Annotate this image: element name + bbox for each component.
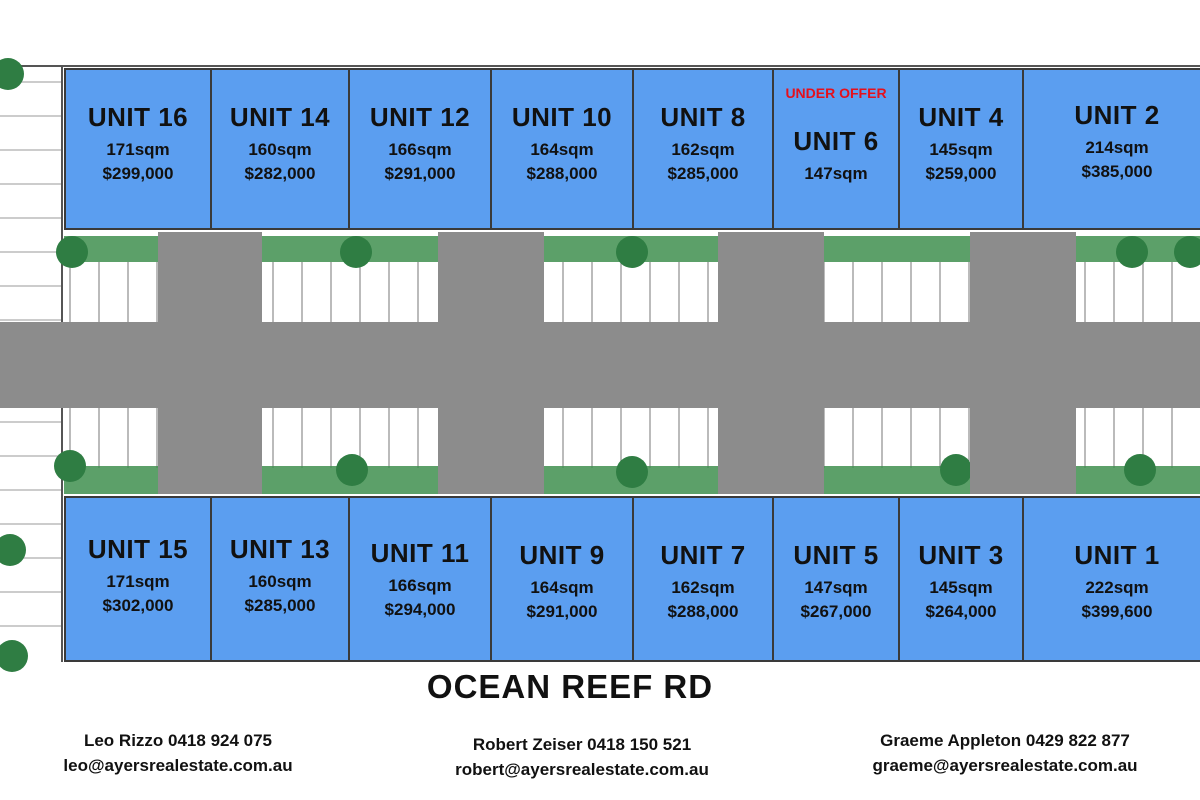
unit-name: UNIT 6	[793, 126, 879, 156]
unit-price: $294,000	[384, 600, 456, 619]
unit-price: $282,000	[244, 164, 316, 183]
unit-8[interactable]: UNIT 8 162sqm $285,000	[632, 68, 774, 230]
unit-name: UNIT 5	[793, 540, 879, 570]
unit-5[interactable]: UNIT 5 147sqm $267,000	[772, 496, 900, 662]
shrub	[336, 454, 368, 486]
unit-name: UNIT 8	[660, 102, 746, 132]
unit-name: UNIT 4	[918, 102, 1004, 132]
unit-9[interactable]: UNIT 9 164sqm $291,000	[490, 496, 634, 662]
unit-area: 162sqm	[671, 140, 735, 159]
unit-name: UNIT 16	[87, 102, 189, 132]
unit-price: $285,000	[244, 596, 316, 615]
unit-area: 171sqm	[106, 572, 170, 591]
unit-1[interactable]: UNIT 1 222sqm $399,600	[1022, 496, 1200, 662]
unit-area: 222sqm	[1085, 578, 1149, 597]
unit-price: $285,000	[667, 164, 739, 183]
driveway	[158, 232, 262, 494]
site-plan: UNIT 16 171sqm $299,000 UNIT 14 160sqm $…	[0, 58, 1200, 672]
driveway	[718, 232, 824, 494]
shrub	[1116, 236, 1148, 268]
unit-price: $299,000	[102, 164, 174, 183]
unit-price: $259,000	[925, 164, 997, 183]
unit-price: $399,600	[1081, 602, 1153, 621]
unit-area: 214sqm	[1085, 138, 1149, 157]
unit-2[interactable]: UNIT 2 214sqm $385,000	[1022, 68, 1200, 230]
unit-area: 164sqm	[530, 140, 594, 159]
unit-12[interactable]: UNIT 12 166sqm $291,000	[348, 68, 492, 230]
unit-price: $288,000	[667, 602, 739, 621]
unit-area: 147sqm	[804, 578, 868, 597]
unit-area: 160sqm	[248, 140, 312, 159]
unit-7[interactable]: UNIT 7 162sqm $288,000	[632, 496, 774, 662]
shrub	[0, 58, 24, 90]
unit-area: 147sqm	[804, 164, 868, 183]
shrub	[1124, 454, 1156, 486]
contact-robert: Robert Zeiser 0418 150 521 robert@ayersr…	[432, 732, 732, 782]
unit-15[interactable]: UNIT 15 171sqm $302,000	[64, 496, 212, 662]
unit-price: $267,000	[800, 602, 872, 621]
unit-name: UNIT 11	[370, 538, 470, 568]
contact-email[interactable]: graeme@ayersrealestate.com.au	[872, 756, 1138, 775]
unit-area: 145sqm	[929, 578, 993, 597]
under-offer-badge: UNDER OFFER	[785, 85, 887, 101]
unit-name: UNIT 14	[229, 102, 331, 132]
unit-price: $385,000	[1081, 162, 1153, 181]
unit-price: $288,000	[526, 164, 598, 183]
unit-13[interactable]: UNIT 13 160sqm $285,000	[210, 496, 350, 662]
unit-name: UNIT 3	[918, 540, 1004, 570]
shrub	[616, 236, 648, 268]
unit-area: 166sqm	[388, 140, 452, 159]
unit-name: UNIT 13	[229, 534, 331, 564]
contact-leo: Leo Rizzo 0418 924 075 leo@ayersrealesta…	[40, 728, 316, 778]
contact-email[interactable]: leo@ayersrealestate.com.au	[63, 756, 293, 775]
unit-area: 171sqm	[106, 140, 170, 159]
unit-11[interactable]: UNIT 11 166sqm $294,000	[348, 496, 492, 662]
unit-14[interactable]: UNIT 14 160sqm $282,000	[210, 68, 350, 230]
unit-name: UNIT 10	[511, 102, 613, 132]
unit-16[interactable]: UNIT 16 171sqm $299,000	[64, 68, 212, 230]
shrub	[54, 450, 86, 482]
unit-3[interactable]: UNIT 3 145sqm $264,000	[898, 496, 1024, 662]
shrub	[0, 534, 26, 566]
unit-name: UNIT 1	[1074, 540, 1160, 570]
unit-price: $264,000	[925, 602, 997, 621]
contact-name-phone: Graeme Appleton 0429 822 877	[880, 731, 1130, 750]
contact-name-phone: Leo Rizzo 0418 924 075	[83, 731, 273, 750]
unit-area: 160sqm	[248, 572, 312, 591]
unit-area: 162sqm	[671, 578, 735, 597]
unit-4[interactable]: UNIT 4 145sqm $259,000	[898, 68, 1024, 230]
road-name: OCEAN REEF RD	[426, 668, 714, 705]
unit-price: $291,000	[384, 164, 456, 183]
shrub	[56, 236, 88, 268]
unit-area: 164sqm	[530, 578, 594, 597]
contact-graeme: Graeme Appleton 0429 822 877 graeme@ayer…	[852, 728, 1158, 778]
unit-6[interactable]: UNDER OFFER UNIT 6 147sqm	[772, 68, 900, 230]
driveway	[970, 232, 1076, 494]
site-plan-drawing	[0, 58, 1200, 672]
driveway	[438, 232, 544, 494]
contact-name-phone: Robert Zeiser 0418 150 521	[472, 735, 692, 754]
unit-10[interactable]: UNIT 10 164sqm $288,000	[490, 68, 634, 230]
unit-price: $291,000	[526, 602, 598, 621]
unit-area: 166sqm	[388, 576, 452, 595]
shrub	[340, 236, 372, 268]
unit-name: UNIT 12	[369, 102, 471, 132]
unit-name: UNIT 7	[660, 540, 746, 570]
unit-name: UNIT 15	[87, 534, 189, 564]
unit-name: UNIT 2	[1074, 100, 1160, 130]
shrub	[616, 456, 648, 488]
shrub	[1174, 236, 1200, 268]
unit-price: $302,000	[102, 596, 174, 615]
shrub	[0, 640, 28, 672]
shrub	[940, 454, 972, 486]
contact-email[interactable]: robert@ayersrealestate.com.au	[455, 760, 709, 779]
unit-name: UNIT 9	[519, 540, 605, 570]
unit-area: 145sqm	[929, 140, 993, 159]
